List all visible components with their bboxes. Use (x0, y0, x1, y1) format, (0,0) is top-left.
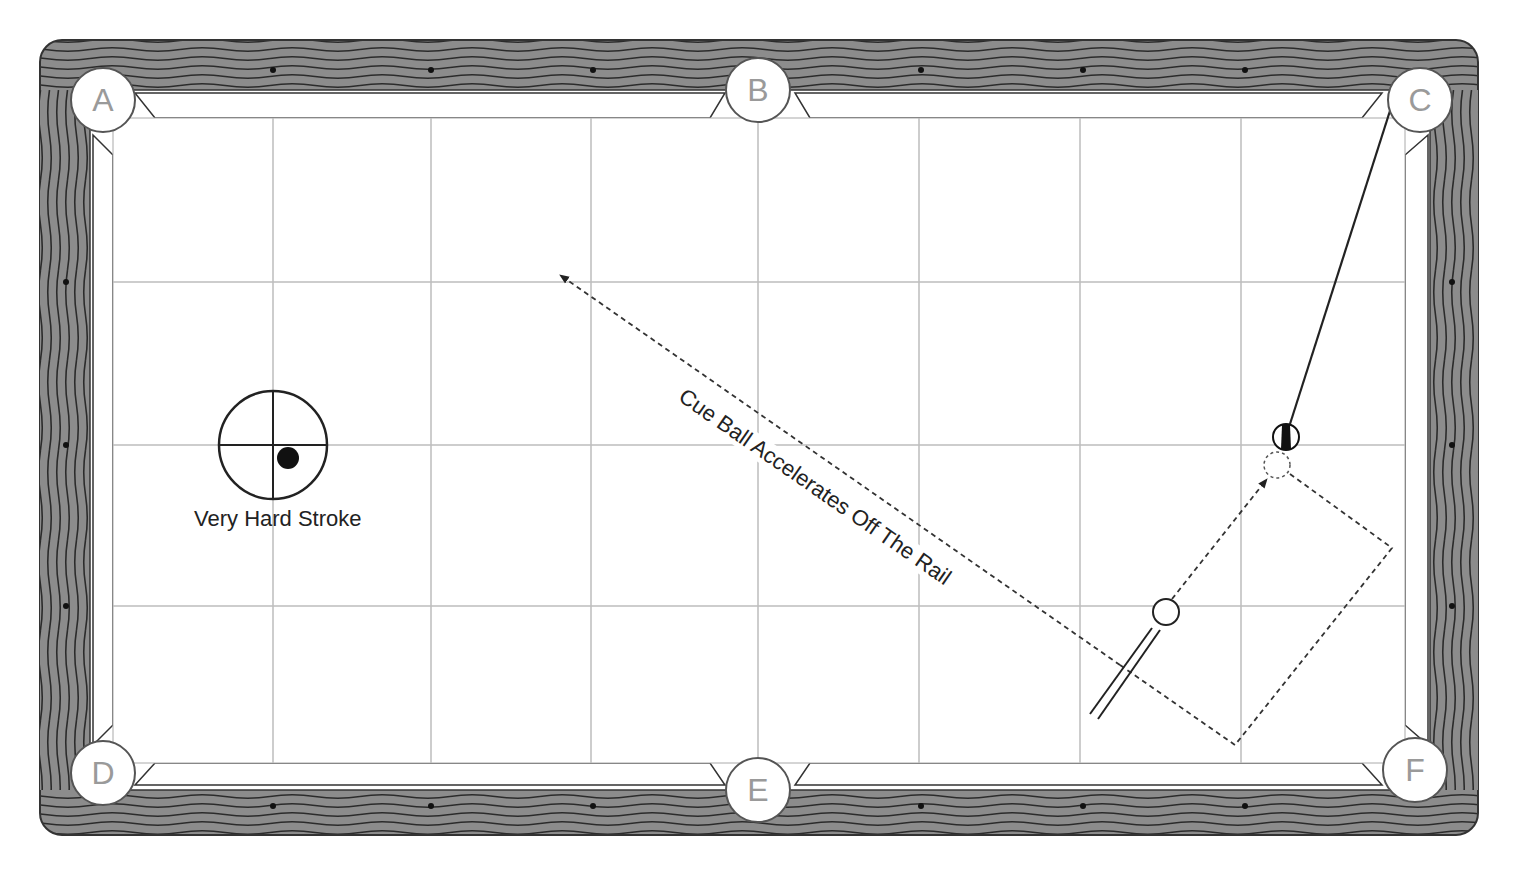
pocket-circle: F (1382, 737, 1448, 803)
pocket-circle: E (725, 757, 791, 823)
pocket-letter: C (1408, 84, 1431, 116)
pocket-letter: D (91, 757, 114, 789)
pocket-letter: E (747, 774, 768, 806)
pocket-circle: D (70, 740, 136, 806)
pocket-circle: A (70, 67, 136, 133)
stroke-note: Very Hard Stroke (194, 507, 362, 531)
pocket-circle: C (1387, 67, 1453, 133)
pocket-circle: B (725, 57, 791, 123)
pocket-letter: B (747, 74, 768, 106)
pocket-letter: A (92, 84, 113, 116)
pocket-letter: F (1405, 754, 1425, 786)
